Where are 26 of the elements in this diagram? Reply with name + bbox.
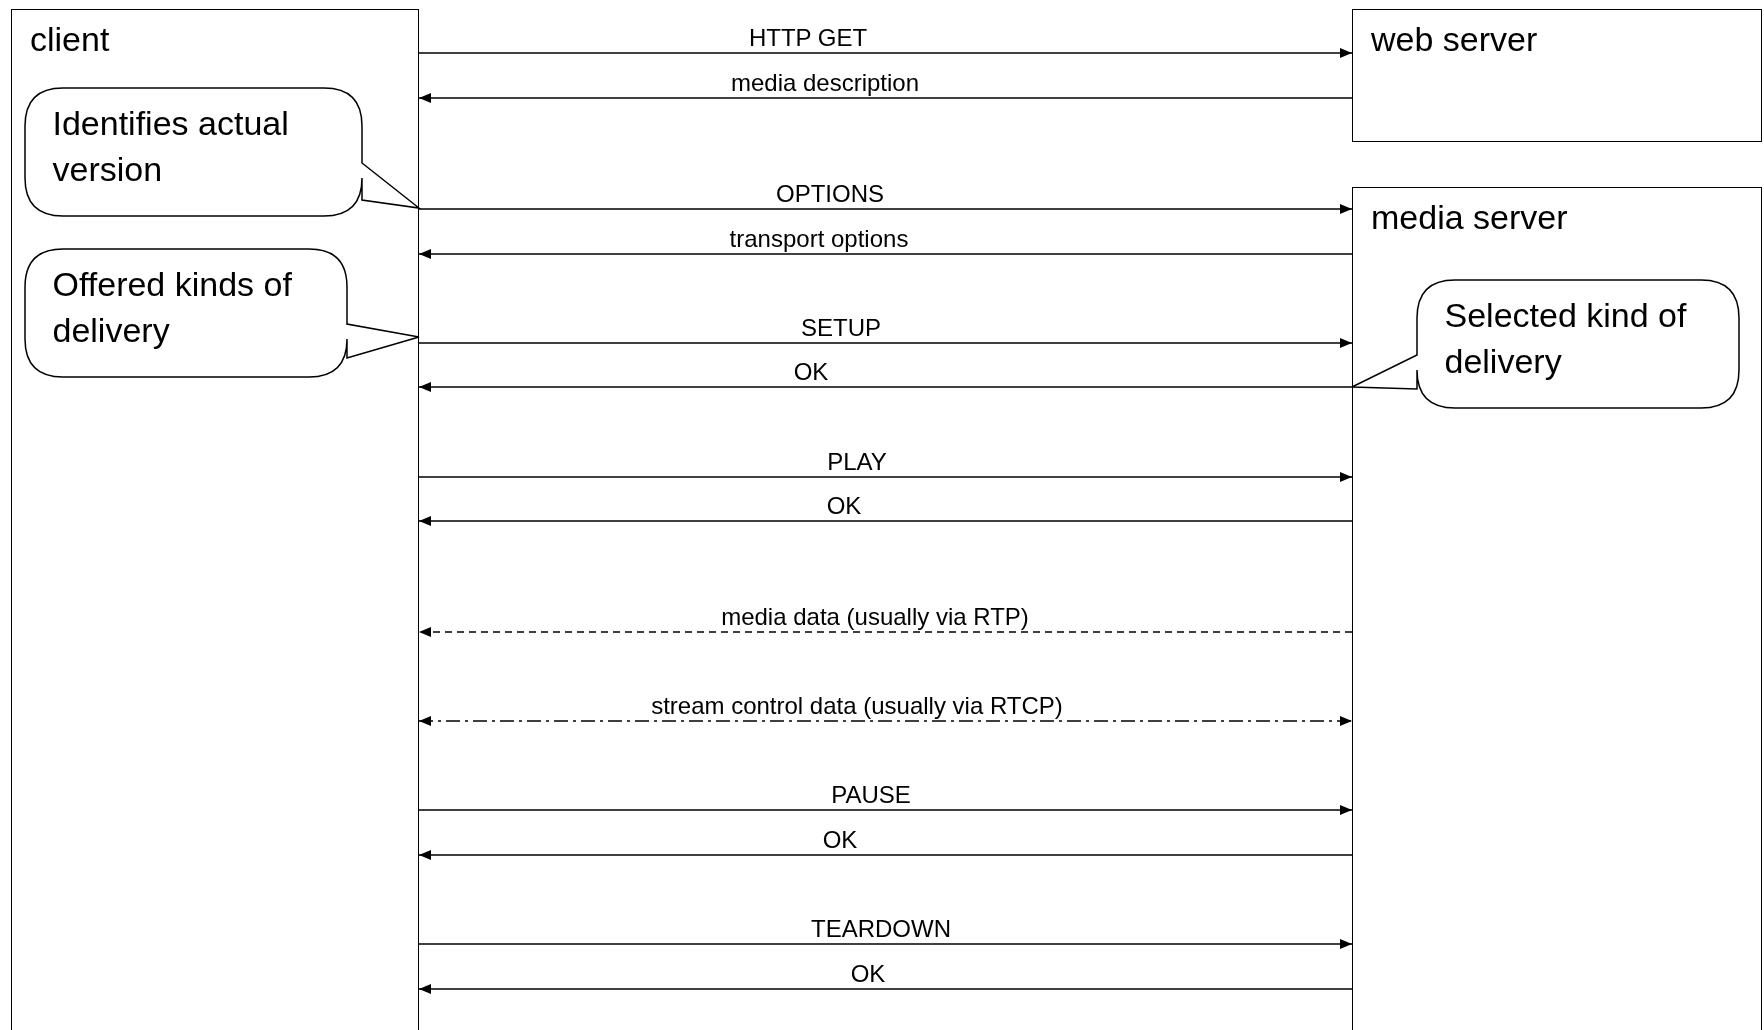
message-arrow <box>418 472 1353 482</box>
participant-label: client <box>30 20 110 59</box>
callout-text: Offered kinds of delivery <box>52 263 293 351</box>
message-arrow <box>418 249 1353 259</box>
message-arrow <box>418 627 1353 637</box>
callout-text: Selected kind of delivery <box>1444 294 1688 382</box>
lifeline-box <box>1352 187 1762 1030</box>
participant-label: web server <box>1371 20 1538 59</box>
participant-label: media server <box>1371 198 1568 237</box>
lifeline-box <box>11 9 419 1030</box>
message-arrow <box>418 382 1353 392</box>
speech-bubble <box>1350 278 1740 409</box>
message-arrow <box>418 93 1353 103</box>
message-arrow <box>418 984 1353 994</box>
message-arrow <box>418 716 1353 726</box>
message-arrow <box>418 850 1353 860</box>
message-arrow <box>418 204 1353 214</box>
lifeline-box <box>1352 9 1762 142</box>
speech-bubble <box>23 86 420 217</box>
speech-bubble <box>23 247 420 378</box>
message-arrow <box>418 805 1353 815</box>
message-arrow <box>418 516 1353 526</box>
message-arrow <box>418 48 1353 58</box>
callout-text: Identifies actual version <box>52 102 290 190</box>
message-arrow <box>418 939 1353 949</box>
message-arrow <box>418 338 1353 348</box>
